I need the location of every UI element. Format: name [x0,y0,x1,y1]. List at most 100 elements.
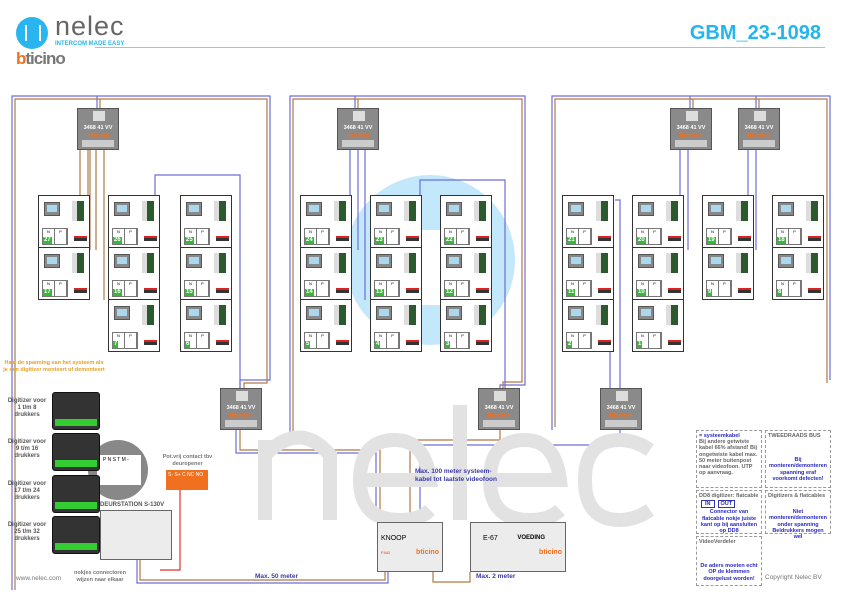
zoom-detail-terminals [97,455,141,485]
distributor-model: 3468 41 VV [226,405,256,411]
wire-brown [14,98,268,590]
terminal-block [474,253,486,273]
apartment-number: 20 [637,237,646,244]
video-monitor-icon [446,306,462,320]
apartment-number: 14 [305,289,314,296]
apartment-number: 11 [567,289,576,296]
in-out-terminal [353,111,365,121]
doorbell-button-icon [216,236,229,241]
apartment-number: 17 [43,289,52,296]
nelec-logo-icon [16,17,48,49]
apartment-number: 7 [113,341,119,348]
distributor-model: 3468 41 VV [484,405,514,411]
terminal-block [334,201,346,221]
terminal-block [596,305,608,325]
terminal-block [334,253,346,273]
digitizer-label: Digitizer voor 9 t/m 16 drukkers [7,439,47,459]
doorbell-button-icon [476,288,489,293]
relay-contact-block: S- S+ C NC NO [166,470,208,490]
video-monitor-icon [186,306,202,320]
terminal-block [334,305,346,325]
video-monitor-icon [446,202,462,216]
distributor-model: 3468 41 VV [676,125,706,131]
terminal-block [736,253,748,273]
wire-blue [289,95,526,440]
doorbell-button-icon [216,288,229,293]
doorbell-button-icon [476,340,489,345]
apartment-number: 24 [305,237,314,244]
terminal-block [596,253,608,273]
doorbell-button-icon [74,288,87,293]
terminal-block [214,253,226,273]
psu-model: E-67 [483,535,498,542]
wire-blue [154,150,506,388]
doorbell-button-icon [738,236,751,241]
terminal-block [404,253,416,273]
doorbell-button-icon [598,340,611,345]
wire-brown [79,150,105,300]
distributor-model: 3468 41 VV [83,125,113,131]
doorbell-button-icon [476,236,489,241]
wire-blue [551,95,831,430]
video-monitor-icon [114,306,130,320]
doorbell-button-icon [668,236,681,241]
copyright: Copyright Nelec BV [765,574,822,581]
terminal-block [474,305,486,325]
terminal-block [666,253,678,273]
apartment-number: 5 [305,341,311,348]
video-monitor-icon [568,306,584,320]
terminal-block [72,253,84,273]
output-ports [225,420,257,427]
terminal-block [806,253,818,273]
video-monitor-icon [376,254,392,268]
terminal-block [142,253,154,273]
video-monitor-icon [114,254,130,268]
doorbell-button-icon [144,236,157,241]
wire-blue [136,560,389,584]
in-out-terminal [236,391,248,401]
warning-text: Haal de spanning van het systeem als je … [3,360,105,373]
psu-label: VOEDING [517,535,545,541]
digitizer-module [52,516,100,554]
terminal-block [474,201,486,221]
doorbell-button-icon [808,236,821,241]
apartment-number: 2 [567,341,573,348]
distributor-brand: bticino [487,413,511,420]
wire-blue [609,150,757,388]
digitizer-label: Digitizer voor 1 t/m 8 drukkers [7,398,47,418]
output-ports [342,140,374,147]
digitizer-module [52,392,100,430]
terminal-block [666,305,678,325]
video-monitor-icon [186,254,202,268]
website: www.nelec.com [16,575,62,582]
terminal-block [214,201,226,221]
doorbell-button-icon [336,340,349,345]
max-2-note: Max. 2 meter [476,573,516,580]
doorbell-button-icon [668,340,681,345]
brand-tagline: INTERCOM MADE EASY [55,41,125,47]
terminal-block [72,201,84,221]
in-out-terminal [754,111,766,121]
